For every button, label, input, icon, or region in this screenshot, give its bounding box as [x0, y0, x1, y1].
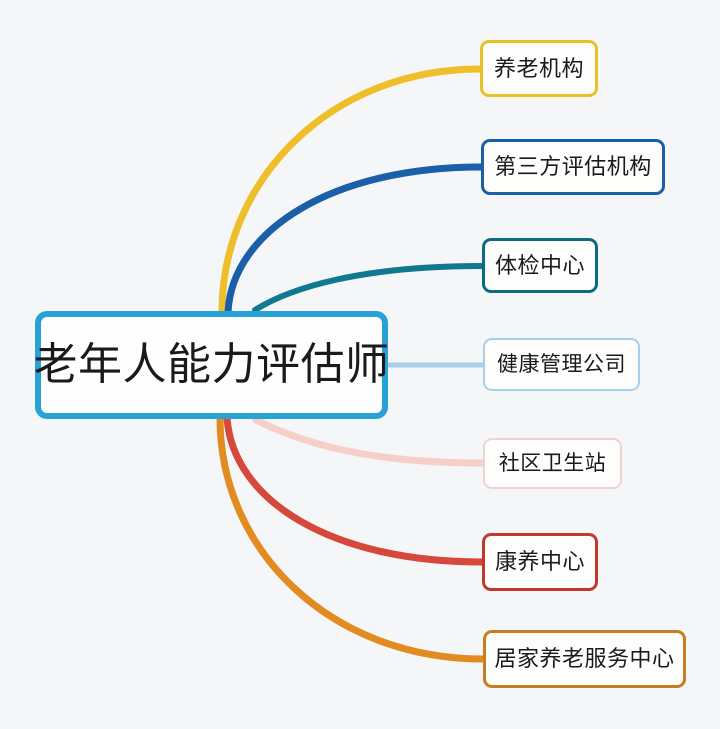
- edge-to-branch-6: [216, 414, 487, 663]
- branch-node-label: 健康管理公司: [497, 353, 626, 376]
- edge-to-branch-4: [252, 416, 487, 467]
- edge-to-branch-5: [223, 414, 486, 566]
- branch-node-label: 体检中心: [494, 252, 585, 278]
- branch-node-label: 第三方评估机构: [494, 154, 652, 179]
- branch-node-disanfangpinggujigou[interactable]: 第三方评估机构: [481, 139, 665, 195]
- branch-node-label: 养老机构: [493, 55, 584, 81]
- branch-node-tijianzhongxin[interactable]: 体检中心: [482, 238, 598, 293]
- branch-node-kangyangzhongxin[interactable]: 康养中心: [482, 533, 598, 591]
- branch-node-shequweishengzhan[interactable]: 社区卫生站: [483, 438, 622, 489]
- branch-node-yanglaojigou[interactable]: 养老机构: [480, 40, 598, 97]
- edge-to-branch-1: [224, 163, 485, 316]
- root-node-label: 老年人能力评估师: [33, 340, 390, 389]
- branch-node-label: 康养中心: [494, 549, 585, 574]
- branch-node-jiankangguanligongsi[interactable]: 健康管理公司: [483, 338, 640, 391]
- edge-to-branch-2: [252, 263, 485, 313]
- edge-to-branch-0: [218, 65, 484, 316]
- root-node[interactable]: 老年人能力评估师: [33, 311, 390, 419]
- branch-node-label: 居家养老服务中心: [494, 646, 675, 671]
- branch-node-jujiayanglaofuwuzhongxin[interactable]: 居家养老服务中心: [483, 630, 686, 688]
- branch-node-label: 社区卫生站: [498, 452, 607, 475]
